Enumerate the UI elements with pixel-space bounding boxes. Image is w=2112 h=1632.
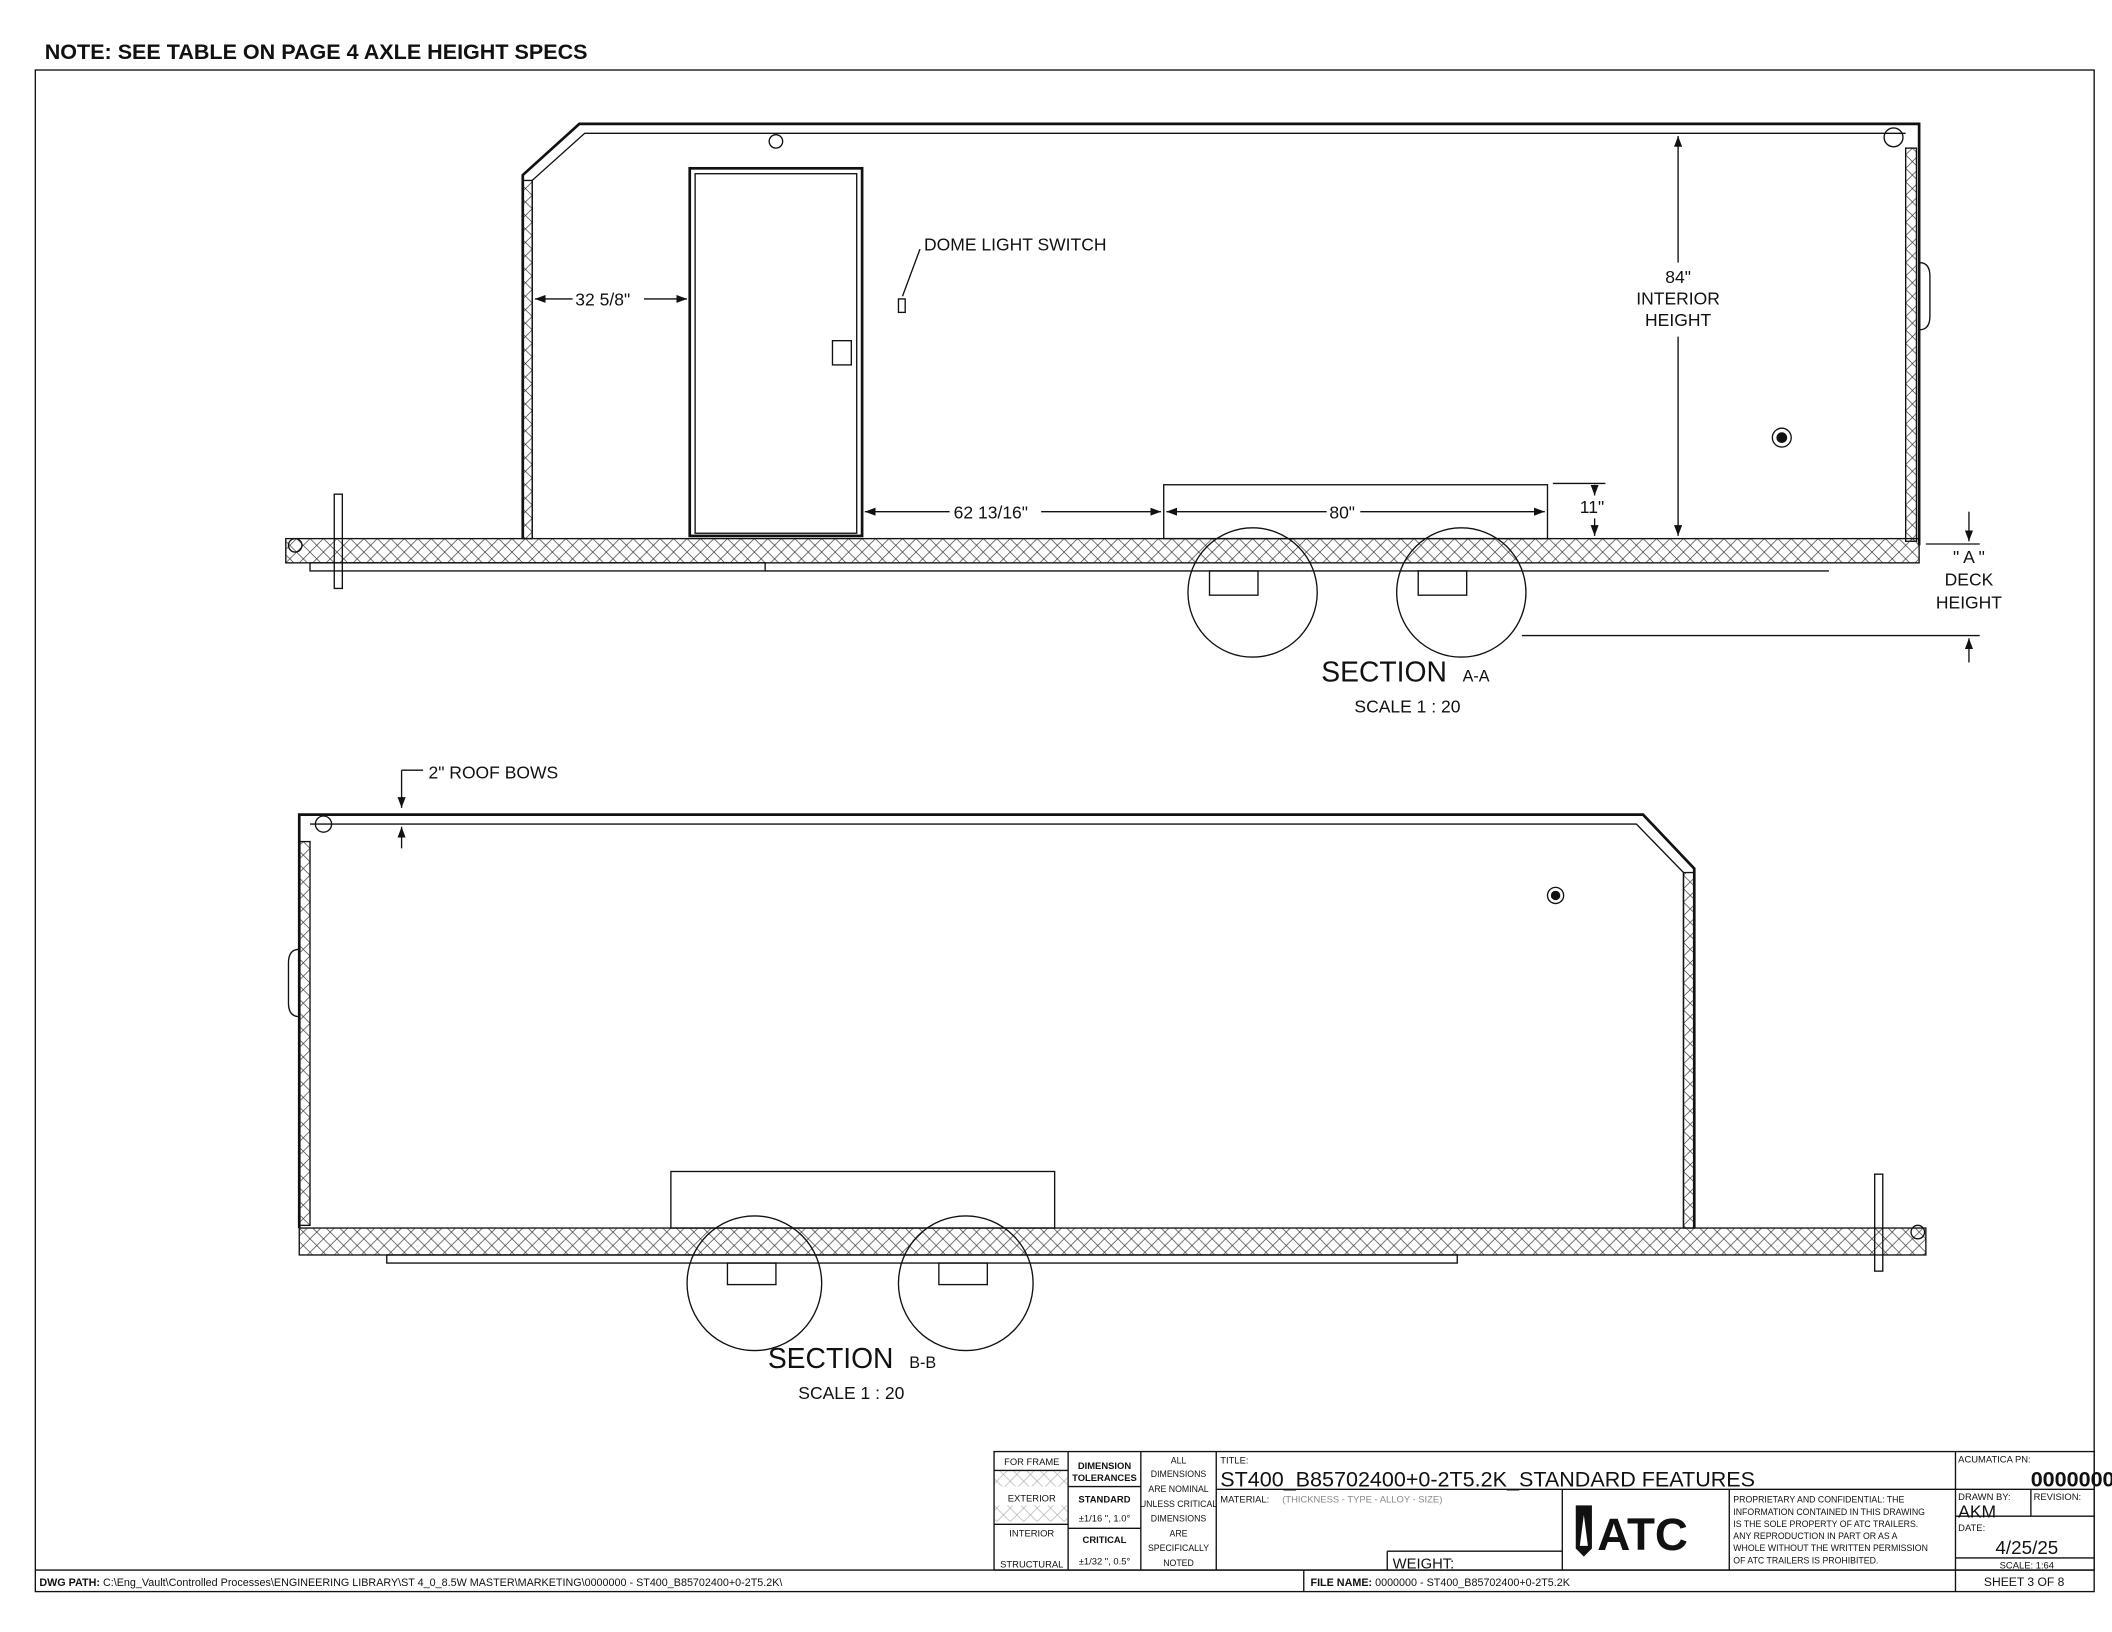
rear-door-handle-icon: [1919, 261, 1931, 331]
wheel-aa-2: [1396, 527, 1527, 658]
side-door: [688, 166, 864, 538]
exterior-label: EXTERIOR: [1008, 1492, 1056, 1503]
sheet-scale: SCALE: 1:64: [2000, 1560, 2054, 1571]
file-name: 0000000 - ST400_B85702400+0-2T5.2K: [1375, 1577, 1571, 1589]
section-bb-view: 2" ROOF BOWS SECTION B-B SCALE 1 : 20: [287, 762, 1927, 1403]
wheel-well-aa: [1163, 484, 1549, 540]
section-aa-title: SECTION: [1321, 655, 1447, 687]
dome-light-icon: [768, 133, 784, 149]
interior-label: INTERIOR: [1009, 1527, 1054, 1538]
date-label: DATE:: [1958, 1522, 1985, 1533]
deck-height-a: " A ": [1953, 547, 1985, 567]
dim-door-to-wheelwell: 62 13/16": [954, 502, 1028, 522]
section-bb-title: SECTION: [768, 1342, 894, 1374]
material-label: MATERIAL:: [1220, 1494, 1269, 1505]
door-latch-icon: [831, 340, 853, 366]
floor-bb: [298, 1227, 1927, 1256]
critical-label: CRITICAL: [1083, 1534, 1127, 1545]
coupler-aa: [287, 537, 303, 553]
section-aa-suffix: A-A: [1463, 667, 1490, 685]
sheet-border: [34, 69, 2095, 1593]
note-line: UNLESS CRITICAL: [1140, 1499, 1217, 1509]
sheet-number: SHEET 3 OF 8: [1984, 1575, 2065, 1589]
file-name-row: FILE NAME: 0000000 - ST400_B85702400+0-2…: [1310, 1577, 1570, 1589]
note-line: DIMENSIONS: [1151, 1514, 1207, 1524]
rear-door-bb: [298, 840, 311, 1227]
standard-label: STANDARD: [1078, 1494, 1130, 1505]
coupler-bb: [1910, 1224, 1926, 1240]
section-bb-suffix: B-B: [909, 1354, 936, 1372]
acumatica-label: ACUMATICA PN:: [1958, 1453, 2030, 1464]
interior-height-label-2: HEIGHT: [1645, 310, 1711, 330]
section-bb-scale: SCALE 1 : 20: [798, 1383, 904, 1403]
deck-height-label-2: HEIGHT: [1936, 593, 2002, 613]
dome-light-switch-label: DOME LIGHT SWITCH: [924, 234, 1106, 254]
drawn-by: AKM: [1958, 1502, 1996, 1522]
material-value: (THICKNESS - TYPE - ALLOY - SIZE): [1282, 1494, 1442, 1505]
dim-wheelwell-length: 80": [1329, 502, 1355, 522]
dim-tol-label-2: TOLERANCES: [1072, 1472, 1137, 1483]
for-frame-label: FOR FRAME: [1004, 1456, 1059, 1467]
revision-label: REVISION:: [2034, 1491, 2082, 1502]
floor-aa: [285, 537, 1920, 564]
notice-line: PROPRIETARY AND CONFIDENTIAL: THE: [1733, 1495, 1904, 1505]
notice-line: INFORMATION CONTAINED IN THIS DRAWING: [1733, 1507, 1925, 1517]
note-line: SPECIFICALLY: [1148, 1543, 1209, 1553]
note-line: DIMENSIONS: [1151, 1469, 1207, 1479]
notice-line: WHOLE WITHOUT THE WRITTEN PERMISSION: [1733, 1543, 1928, 1553]
dim-wheelwell-height: 11": [1580, 497, 1604, 517]
title-label: TITLE:: [1220, 1455, 1248, 1466]
notice-line: ANY REPRODUCTION IN PART OR AS A: [1733, 1531, 1897, 1541]
dwg-path-row: DWG PATH: C:\Eng_Vault\Controlled Proces…: [39, 1577, 782, 1589]
notice-line: IS THE SOLE PROPERTY OF ATC TRAILERS.: [1733, 1519, 1918, 1529]
trailer-shell-bb: [297, 813, 1696, 1229]
dwg-path: C:\Eng_Vault\Controlled Processes\ENGINE…: [103, 1577, 782, 1589]
sheet-note: NOTE: SEE TABLE ON PAGE 4 AXLE HEIGHT SP…: [45, 40, 588, 64]
atc-logo-text: ATC: [1597, 1509, 1688, 1560]
tongue-jack-aa: [333, 493, 344, 590]
drawing-date: 4/25/25: [1995, 1537, 2058, 1558]
tongue-jack-bb: [1874, 1173, 1884, 1272]
weight-label: WEIGHT:: [1393, 1557, 1455, 1573]
wheel-well-bb: [670, 1170, 1056, 1229]
roof-bows-label: 2" ROOF BOWS: [429, 762, 559, 782]
notice-line: OF ATC TRAILERS IS PROHIBITED.: [1733, 1555, 1878, 1565]
interior-height-label: INTERIOR: [1636, 288, 1720, 308]
file-name-label: FILE NAME:: [1310, 1577, 1372, 1589]
dim-interior-height: 84": [1665, 267, 1691, 287]
standard-tolerance: ±1/16 ", 1.0°: [1079, 1513, 1131, 1524]
dim-front-to-door: 32 5/8": [575, 290, 630, 310]
dwg-path-label: DWG PATH:: [39, 1577, 100, 1589]
section-aa-view: 32 5/8" DOME LIGHT SWITCH 62 13/16" 80" …: [285, 122, 2002, 716]
vent-icon: [1771, 427, 1792, 448]
rear-door-aa: [1904, 147, 1918, 542]
title-block: FOR FRAME EXTERIOR INTERIOR STRUCTURAL D…: [35, 1450, 2112, 1592]
trailer-shell-aa: [521, 122, 1921, 546]
dim-tol-label: DIMENSION: [1078, 1460, 1132, 1471]
note-line: NOTED: [1163, 1558, 1194, 1568]
wheel-bb-2: [897, 1215, 1034, 1352]
note-line: ALL: [1171, 1456, 1187, 1466]
note-line: ARE NOMINAL: [1148, 1484, 1208, 1494]
vent-bb-icon: [1546, 886, 1565, 905]
atc-logo: ATC: [1575, 1505, 1688, 1560]
switch-icon: [897, 298, 906, 314]
deck-height-label: DECK: [1945, 570, 1994, 590]
wheel-aa-1: [1187, 527, 1318, 658]
drawing-title: ST400_B85702400+0-2T5.2K_STANDARD FEATUR…: [1220, 1468, 1755, 1492]
all-dimensions-note: ALL DIMENSIONS ARE NOMINAL UNLESS CRITIC…: [1140, 1456, 1217, 1568]
acumatica-pn: 0000000: [2031, 1468, 2112, 1492]
critical-tolerance: ±1/32 ", 0.5°: [1079, 1556, 1131, 1567]
structural-label: STRUCTURAL: [1000, 1558, 1063, 1569]
section-aa-scale: SCALE 1 : 20: [1354, 696, 1460, 716]
note-line: ARE: [1170, 1528, 1188, 1538]
wheel-bb-1: [686, 1215, 823, 1352]
proprietary-notice: PROPRIETARY AND CONFIDENTIAL: THE INFORM…: [1733, 1495, 1928, 1566]
drawn-by-label: DRAWN BY:: [1958, 1491, 2010, 1502]
